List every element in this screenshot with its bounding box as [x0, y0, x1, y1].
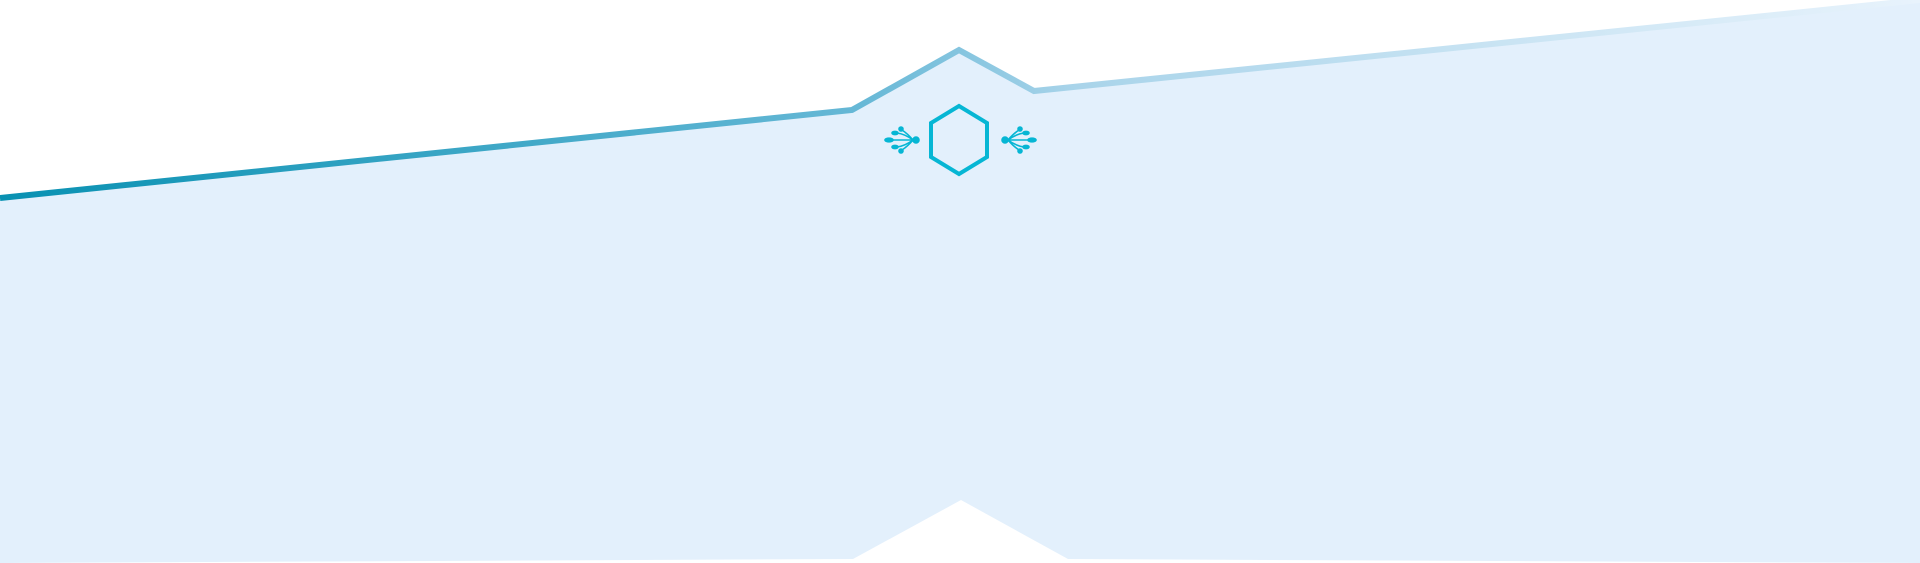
- center-emblem: [884, 103, 1037, 177]
- banner-top-border: [0, 0, 1920, 201]
- flourish-right-icon: [1001, 126, 1037, 154]
- flourish-left-icon: [884, 126, 920, 154]
- hexagon-outline-icon: [929, 103, 989, 177]
